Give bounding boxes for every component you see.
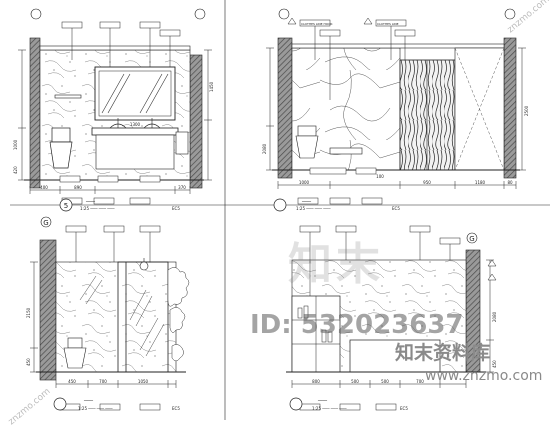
elevation-bottom-right: G xyxy=(286,225,497,411)
wall-section-left xyxy=(29,37,41,189)
callout-tags xyxy=(59,225,161,411)
top-left-sheet-code: EC5 xyxy=(172,206,180,211)
wall-section-left xyxy=(277,37,293,179)
top-left-title: ─── xyxy=(85,199,96,205)
plant-foliage xyxy=(167,267,190,362)
bottom-right-sheet-code: EC5 xyxy=(400,406,408,411)
callout-tags xyxy=(299,225,461,411)
grid-bubbles xyxy=(278,8,516,20)
top-left-scale: 1:25 ─── ─── ─── xyxy=(80,206,115,211)
section-callout-bubble xyxy=(59,198,73,212)
top-right-dim-3: 950 xyxy=(423,180,431,185)
top-left-center-dim: 1300 xyxy=(130,122,141,127)
grid-bubbles xyxy=(466,232,478,244)
triangle-markers xyxy=(287,17,373,25)
vanity-cabinet xyxy=(95,134,175,170)
top-right-title: ─── xyxy=(301,199,312,205)
bathtub xyxy=(349,339,441,373)
bottom-left-side-dim-1: 2150 xyxy=(26,307,31,318)
wall-section-right xyxy=(189,54,203,189)
top-left-callout-number: 5 xyxy=(64,202,68,210)
top-right-center-dim: 100 xyxy=(376,174,384,179)
watermark-url: www.znzmo.com xyxy=(425,368,543,384)
sink-fixtures xyxy=(109,118,161,129)
top-right-sheet-code: EC5 xyxy=(392,206,400,211)
bottom-left-sheet-code: EC5 xyxy=(172,406,180,411)
top-right-scale: 1:25 ─── ─── ─── xyxy=(296,206,331,211)
mirror-inner xyxy=(98,70,172,117)
watermark-brand: 知末资料库 xyxy=(395,342,491,364)
ceiling-line xyxy=(291,43,505,49)
grid-letter: G xyxy=(469,235,474,243)
section-callout-bubble xyxy=(289,397,303,411)
top-right-dim-7: 1180 xyxy=(475,180,486,185)
callout-tags xyxy=(297,19,416,205)
bottom-left-dim-3: 1050 xyxy=(138,379,149,384)
watermark-logo-text: 知末 xyxy=(288,239,384,290)
section-callout-bubble xyxy=(273,198,287,212)
bottom-left-scale: 1:25 ─── ─── ─── xyxy=(78,406,113,411)
bottom-left-dim-1: 450 xyxy=(68,379,76,384)
glass-reflection-lines xyxy=(79,275,165,357)
mirror-reflection-lines xyxy=(101,73,169,114)
top-right-dim-1: 1000 xyxy=(299,180,310,185)
towel-bar xyxy=(54,94,189,155)
bottom-right-dim-4: 700 xyxy=(416,379,424,384)
grid-letter: G xyxy=(43,219,48,227)
bottom-right-dim-2: 500 xyxy=(351,379,359,384)
ceiling-line xyxy=(39,45,191,51)
top-left-side-dim-1: 1450 xyxy=(209,81,214,92)
toilet-elevation xyxy=(49,127,73,169)
bottom-right-side-dim-1: 2080 xyxy=(492,311,497,322)
toilet-elevation xyxy=(63,337,87,369)
top-right-side-dim-4: 2500 xyxy=(524,105,529,116)
wall-section-left xyxy=(39,239,57,381)
bottom-right-side-dim-3: 450 xyxy=(492,360,497,368)
bottom-right-title: ─── xyxy=(317,398,328,404)
elevation-top-left xyxy=(18,8,212,212)
section-callout-bubble xyxy=(53,397,67,411)
scale-label-group xyxy=(59,198,73,212)
dimension-lines xyxy=(18,49,212,194)
wall-section-right xyxy=(503,37,517,179)
dimension-lines xyxy=(30,261,177,388)
top-left-side-dim-4: 420 xyxy=(13,166,18,174)
top-left-dim-4: 370 xyxy=(178,185,186,190)
bottom-left-side-dim-2: 450 xyxy=(26,358,31,366)
grid-bubbles xyxy=(30,8,206,20)
top-left-side-dim-3: 1000 xyxy=(13,139,18,150)
vanity-counter xyxy=(91,127,179,136)
elevation-bottom-left: G xyxy=(30,216,190,411)
callout-tags xyxy=(59,21,181,205)
triangle-markers xyxy=(487,259,497,281)
bottom-right-dim-3: 500 xyxy=(381,379,389,384)
shower-head xyxy=(139,258,149,271)
top-right-tag-1: CLOTHES LINE HOOK xyxy=(301,22,333,26)
grid-bubbles xyxy=(40,216,52,228)
top-right-tag-2: CLOTHES LINE xyxy=(377,22,399,26)
basin-counter xyxy=(329,147,363,155)
watermark-id: ID: 532023637 xyxy=(250,310,464,340)
top-left-dim-2: 890 xyxy=(74,185,82,190)
wood-grain-door xyxy=(399,59,456,171)
toilet-elevation xyxy=(295,125,319,159)
cabinet-shelves xyxy=(292,296,340,372)
dimension-lines xyxy=(266,47,526,189)
top-left-dim-1: 400 xyxy=(40,185,48,190)
glass-cross-lines xyxy=(454,47,505,171)
bottom-right-scale: 1:25 ─── ─── ─── xyxy=(312,406,347,411)
top-right-dim-8: 80 xyxy=(507,180,513,185)
bottle-items xyxy=(297,305,333,343)
bottom-left-title: ─── xyxy=(83,398,94,404)
elevation-top-right xyxy=(266,8,526,212)
top-right-side-dim-1: 2080 xyxy=(262,143,267,154)
bottom-right-dim-1: 800 xyxy=(312,379,320,384)
bottom-left-dim-2: 700 xyxy=(99,379,107,384)
